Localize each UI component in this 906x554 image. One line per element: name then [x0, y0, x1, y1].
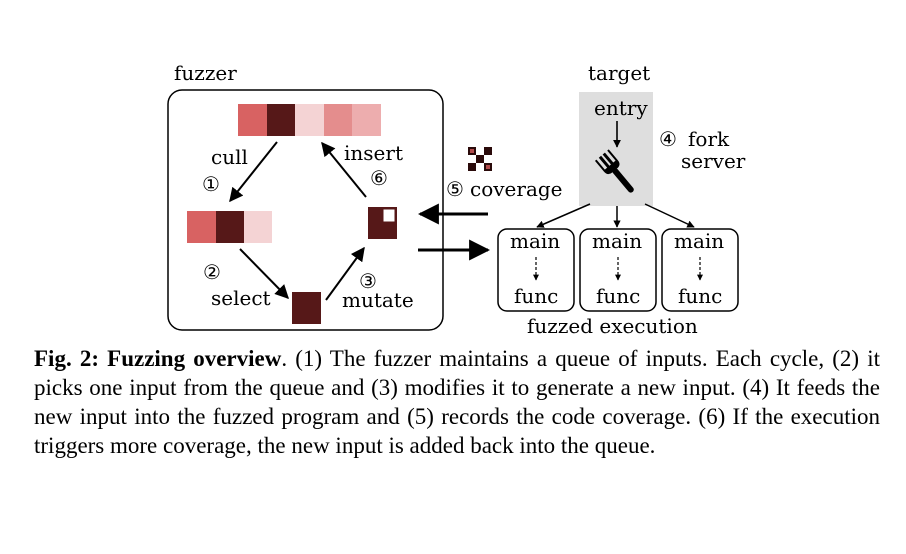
queue-input-3 [295, 104, 324, 136]
caption-text: . (1) The fuzzer maintains a queue of in… [34, 346, 880, 458]
select-label: select [211, 286, 271, 310]
mutated-input [368, 207, 397, 239]
target-label: target [588, 61, 650, 85]
queue-input-4 [324, 104, 352, 136]
step-1-marker: ① [202, 172, 220, 196]
fork-arrow-3 [644, 203, 695, 228]
queue-input-5 [352, 104, 381, 136]
mutate-arrow [325, 246, 365, 301]
mutate-label: mutate [342, 288, 414, 312]
target-box [579, 92, 653, 206]
step-6-marker: ⑥ [370, 166, 388, 190]
coverage-bitmap-icon [468, 147, 492, 171]
culled-queue [187, 211, 272, 243]
culled-input-1 [187, 211, 216, 243]
input-queue [238, 104, 381, 136]
coverage-label: coverage [470, 177, 563, 201]
main-label: main [510, 229, 560, 253]
func-label: func [678, 284, 722, 308]
insert-arrow [321, 141, 367, 198]
select-arrow [239, 248, 289, 300]
step-4-marker: ④ [659, 127, 677, 151]
step-3-marker: ③ [359, 269, 377, 293]
cull-label: cull [211, 145, 248, 169]
fuzzer-box [167, 89, 444, 331]
culled-input-3 [244, 211, 272, 243]
cull-arrow [229, 141, 278, 203]
execution-3: main func [661, 228, 739, 312]
main-label: main [592, 229, 642, 253]
fork-arrow-1 [536, 203, 591, 228]
main-label: main [674, 229, 724, 253]
execution-1: main func [497, 228, 575, 312]
queue-input-1 [238, 104, 267, 136]
fork-icon [594, 149, 634, 193]
fuzzing-overview-diagram: fuzzer cull ① insert ⑥ ② select ③ mutate [167, 61, 746, 338]
fork-label: fork [688, 127, 730, 151]
entry-label: entry [594, 96, 648, 120]
step-2-marker: ② [203, 260, 221, 284]
insert-label: insert [344, 141, 403, 165]
fuzzed-execution-label: fuzzed execution [527, 314, 698, 338]
queue-input-2 [267, 104, 295, 136]
fuzzer-label: fuzzer [174, 61, 237, 85]
func-label: func [514, 284, 558, 308]
selected-input [292, 292, 321, 324]
server-label: server [681, 149, 746, 173]
step-5-marker: ⑤ [446, 177, 464, 201]
figure-caption: Fig. 2: Fuzzing overview. (1) The fuzzer… [34, 344, 880, 460]
execution-2: main func [579, 228, 657, 312]
func-label: func [596, 284, 640, 308]
culled-input-2 [216, 211, 244, 243]
caption-title: Fig. 2: Fuzzing overview [34, 346, 282, 371]
